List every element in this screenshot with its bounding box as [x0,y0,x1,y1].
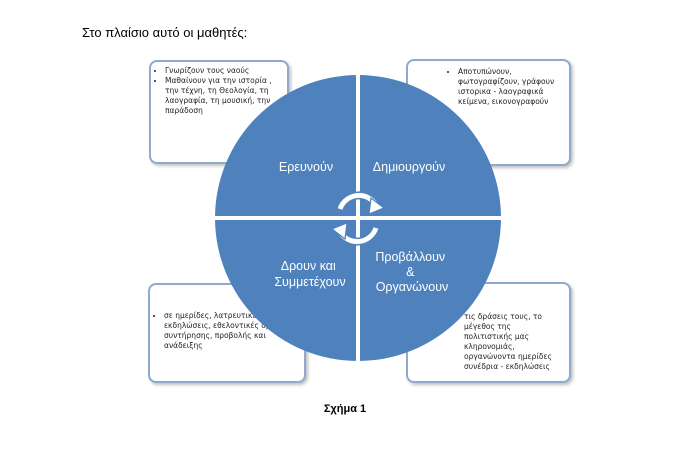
label-line: Δρουν και [281,259,336,273]
figure-caption: Σχήμα 1 [323,403,367,415]
quadrant-label-bottom-right: Προβάλλουν & Οργανώνουν [375,250,448,294]
label-line: & [406,265,415,279]
label-line: Συμμετέχουν [274,275,345,289]
box-item: Γνωρίζουν τους ναούς [165,66,283,76]
quadrant-label-bottom-left: Δρουν και Συμμετέχουν [274,259,345,289]
label-line: Προβάλλουν [375,250,445,264]
box-item: Μαθαίνουν για την ιστορία , την τέχνη, τ… [165,76,283,116]
cycle-arrows-icon [330,191,386,246]
quadrant-bottom-left [215,220,356,361]
quadrant-top-right [360,75,501,216]
quadrant-label-top-left: Ερευνούν [279,160,333,174]
box-item: Αποτυπώνουν, φωτογραφίζουν, γράφουν ιστο… [458,67,559,107]
quadrant-bottom-right [360,220,501,361]
quadrant-label-top-right: Δημιουργούν [373,160,445,174]
box-item: σε ημερίδες, λατρευτικές εκδηλώσεις, εθε… [164,311,298,351]
quadrant-top-left [215,75,356,216]
box-text: τις δράσεις τους, το μέγεθος της πολιτισ… [464,312,552,371]
intro-text: Στο πλαίσιο αυτό οι μαθητές: [82,25,248,40]
label-line: Οργανώνουν [376,280,449,294]
